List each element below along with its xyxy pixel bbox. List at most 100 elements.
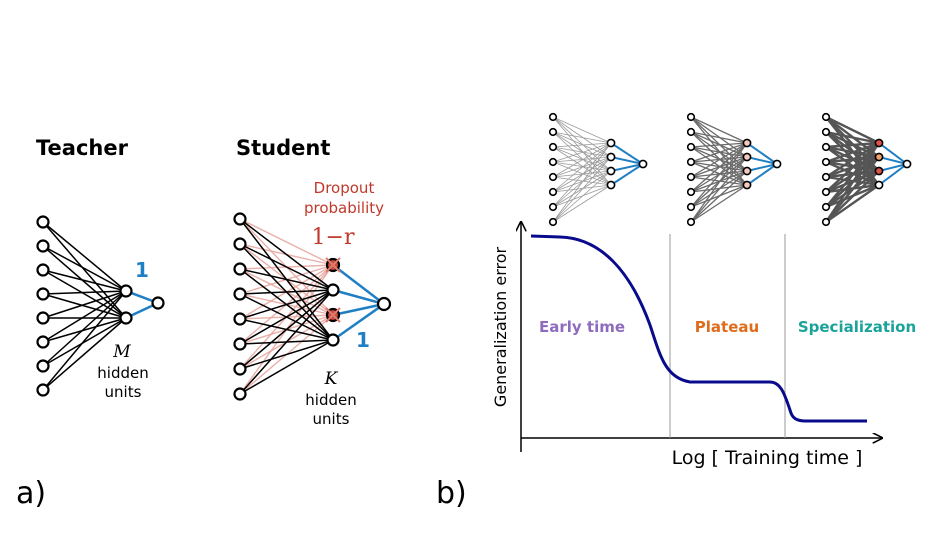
mini-edge [552,161,612,172]
student-edge [239,289,334,370]
mini-input-node [548,172,558,182]
teacher-edge [42,290,127,319]
mini-edge [825,156,880,223]
mini-edge [825,141,880,149]
mini-edge [552,156,612,223]
mini-edge [690,142,748,208]
mini-input-node [548,187,558,197]
mini-input-node [686,142,696,152]
phase-specialization: Specialization [798,318,916,336]
teacher-edge [42,317,127,343]
student-edge [239,243,334,291]
mini-hidden-node [606,180,616,190]
teacher-input-node [36,335,50,349]
teacher-edge [42,290,127,367]
student-output-edges [332,264,385,342]
teacher-hidden-node [119,284,133,298]
mini-output-edge [746,163,778,172]
student-output-node [376,296,392,312]
mini-edge [552,184,612,223]
teacher-edges [42,221,127,391]
mini-edge [552,176,612,186]
teacher-input-node [36,239,50,253]
mini-edge [552,131,612,172]
student-network: Student Dropout probability 1−r 1 K hidd… [233,136,392,428]
mini-edge [690,142,748,163]
student-edge [239,339,334,370]
mini-edge [825,142,880,208]
mini-edge [825,130,880,145]
y-axis-label: Generalization error [491,246,510,407]
panel-b: Generalization error Log [ Training time… [436,112,916,511]
mini-output-edge [878,142,908,165]
student-input-node [233,262,247,276]
mini-edge [552,142,612,193]
mini-input-node [686,172,696,182]
teacher-title: Teacher [36,136,129,160]
student-title: Student [236,136,330,160]
mini-edge [690,142,748,193]
student-output-edge [332,288,385,306]
mini-output-edge [878,163,908,172]
student-output-edge [332,302,385,317]
student-input-node [233,237,247,251]
mini-edge [552,170,612,223]
teacher-edge [42,290,127,391]
student-input-node [233,387,247,401]
mini-hidden-node [742,138,752,148]
mini-output-edge [610,163,644,172]
teacher-output-node [151,296,165,310]
mini-edge [825,142,880,193]
mini-edge [552,146,612,158]
mini-edge [690,142,748,223]
dropout-label-line2: probability [304,199,384,217]
mini-edge [690,184,748,223]
teacher-edge [42,269,127,319]
mini-input-node [821,157,831,167]
teacher-hidden-node [119,311,133,325]
mini-hidden-node [874,138,884,148]
mini-edge [690,116,748,144]
mini-input-node [821,217,831,227]
mini-output-node [638,159,648,169]
mini-input-node [821,187,831,197]
mini-hidden-node [606,152,616,162]
generalization-error-curve [530,234,867,423]
mini-input-node [548,112,558,122]
teacher-edge [42,245,127,319]
teacher-input-node [36,359,50,373]
mini-edge [552,116,612,144]
student-output-edge [332,302,385,342]
mini-edge [552,142,612,223]
mini-edge [552,156,612,163]
mini-edge [825,170,880,223]
mini-hidden-node [606,138,616,148]
student-output-edge [332,264,385,305]
mini-edge [552,131,612,186]
mini-output-edge [746,163,778,186]
student-edge [239,289,334,395]
student-units-line2: units [313,410,350,428]
mini-input-node [548,127,558,137]
teacher-edge [42,221,127,319]
student-edge [239,289,334,295]
mini-edge [690,142,748,178]
mini-output-edge [878,156,908,165]
mini-hidden-node [742,152,752,162]
mini-input-node [686,217,696,227]
student-input-node [233,337,247,351]
teacher-nodes [36,215,165,397]
student-edge [239,218,334,291]
mini-input-node [821,112,831,122]
mini-edge [690,170,748,223]
mini-edge [825,115,880,145]
student-weight-label: 1 [356,328,370,352]
teacher-edge [42,290,127,343]
panel-a-label: a) [16,476,46,511]
mini-input-node [686,187,696,197]
student-nodes [233,212,392,401]
mini-input-node [548,157,558,167]
teacher-edge [42,245,127,292]
mini-hidden-node [874,152,884,162]
